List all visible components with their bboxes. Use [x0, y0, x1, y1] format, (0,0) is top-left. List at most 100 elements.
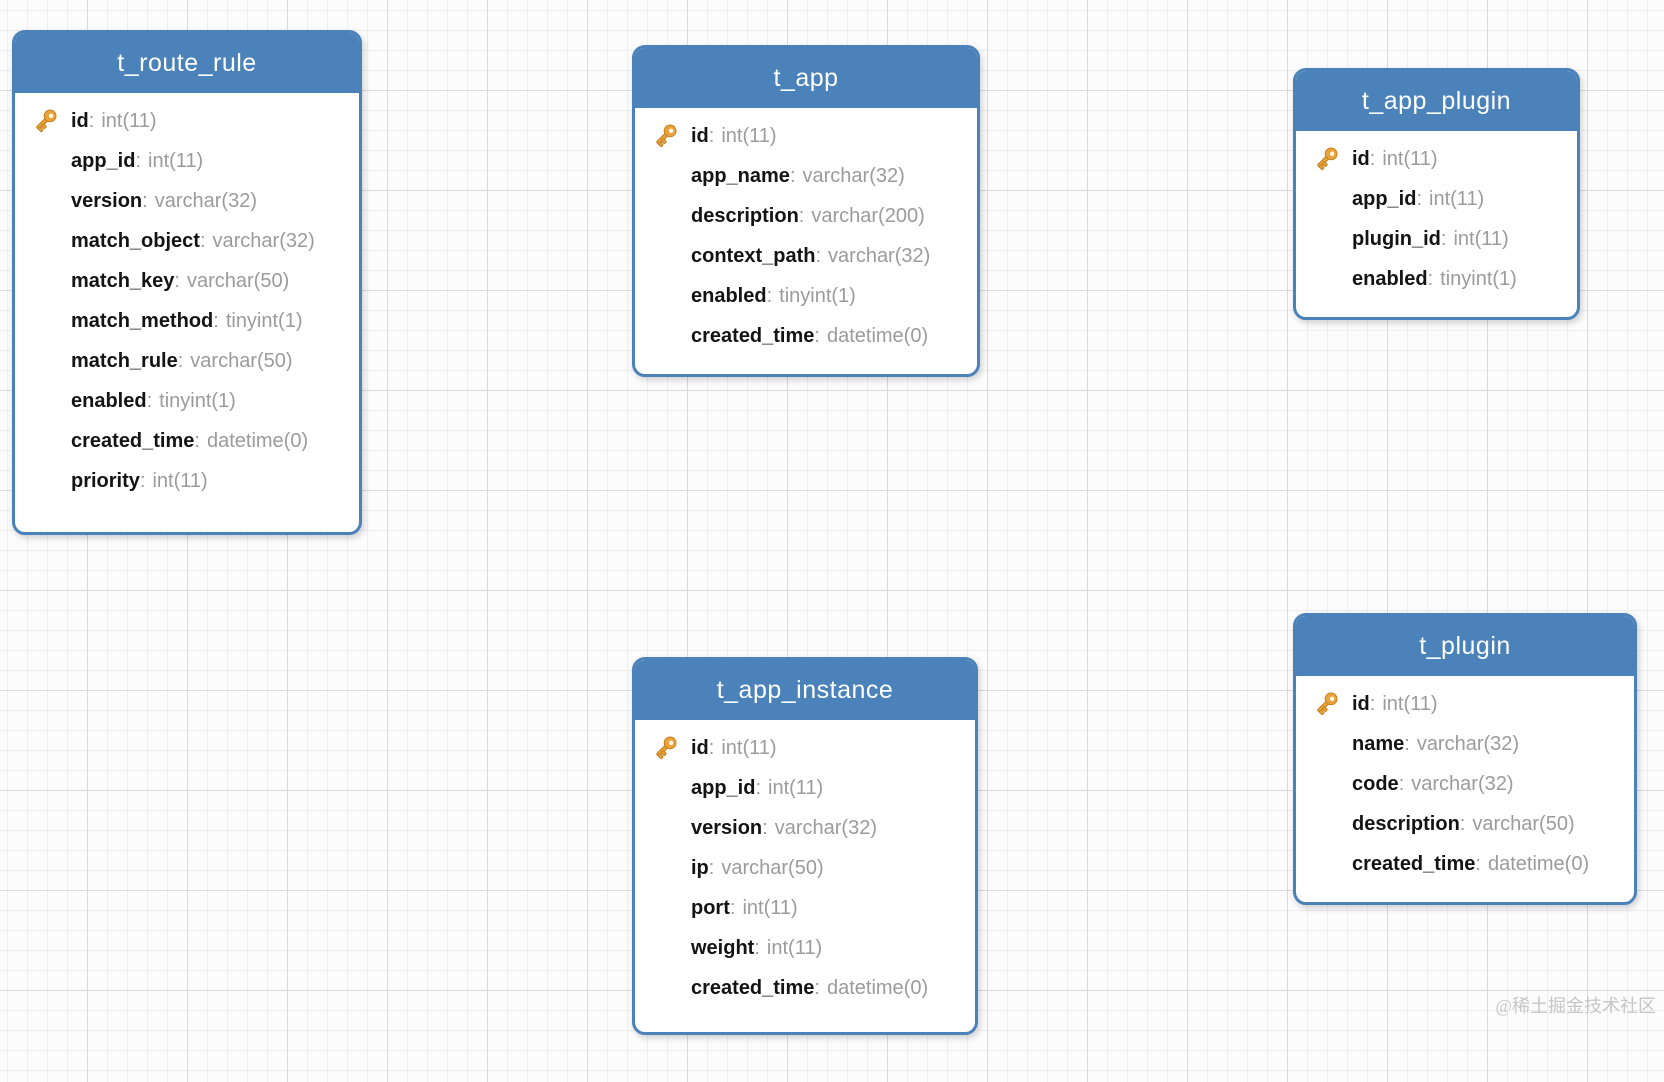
field-row: id int(11) — [1296, 684, 1634, 724]
field-name: code — [1352, 773, 1404, 796]
field-row: enabled tinyint(1) — [635, 276, 977, 316]
field-type: tinyint(1) — [1440, 267, 1517, 290]
field-name: enabled — [691, 285, 772, 308]
field-name: id — [71, 110, 94, 133]
field-row: created_time datetime(0) — [635, 316, 977, 356]
field-name: id — [691, 737, 714, 760]
field-type: int(11) — [152, 469, 208, 492]
field-type: int(11) — [148, 149, 204, 172]
table-title: t_app — [773, 63, 839, 92]
key-cell — [31, 187, 71, 215]
key-cell — [651, 934, 691, 962]
table-title: t_route_rule — [117, 48, 257, 77]
key-cell — [31, 347, 71, 375]
field-type: tinyint(1) — [159, 389, 236, 412]
field-name: created_time — [1352, 853, 1481, 876]
field-type: varchar(32) — [802, 164, 905, 187]
table-title: t_app_instance — [716, 675, 894, 704]
field-type: datetime(0) — [826, 324, 929, 347]
watermark: @稀土掘金技术社区 — [1495, 996, 1656, 1016]
field-name: match_object — [71, 230, 206, 253]
field-name: plugin_id — [1352, 228, 1446, 251]
field-name: description — [1352, 813, 1465, 836]
field-name: match_key — [71, 270, 180, 293]
field-row: match_key varchar(50) — [15, 261, 359, 301]
field-type: int(11) — [101, 109, 157, 132]
table-t_plugin: t_plugin id int(11) name varchar(32) cod… — [1293, 613, 1637, 905]
field-name: description — [691, 205, 804, 228]
field-type: varchar(32) — [828, 244, 931, 267]
key-cell — [31, 227, 71, 255]
table-field-list: id int(11) app_id int(11) version varcha… — [635, 720, 975, 1008]
key-cell — [651, 322, 691, 350]
key-cell — [1312, 265, 1352, 293]
field-row: weight int(11) — [635, 928, 975, 968]
field-name: version — [71, 190, 148, 213]
table-title: t_plugin — [1419, 631, 1511, 660]
field-row: match_method tinyint(1) — [15, 301, 359, 341]
field-name: port — [691, 897, 735, 920]
primary-key-icon — [656, 124, 677, 148]
key-cell — [31, 387, 71, 415]
key-cell — [651, 162, 691, 190]
field-row: id int(11) — [1296, 139, 1577, 179]
key-cell — [1312, 225, 1352, 253]
field-row: ip varchar(50) — [635, 848, 975, 888]
field-row: match_object varchar(32) — [15, 221, 359, 261]
field-name: context_path — [691, 245, 821, 268]
key-cell — [31, 107, 71, 135]
field-row: match_rule varchar(50) — [15, 341, 359, 381]
key-cell — [1312, 690, 1352, 718]
key-cell — [1312, 145, 1352, 173]
key-cell — [1312, 770, 1352, 798]
field-type: int(11) — [766, 936, 823, 959]
field-type: tinyint(1) — [225, 309, 303, 332]
key-cell — [651, 814, 691, 842]
field-type: int(11) — [1382, 692, 1438, 715]
field-type: varchar(32) — [154, 189, 257, 212]
field-type: varchar(50) — [1472, 812, 1575, 835]
field-row: description varchar(50) — [1296, 804, 1634, 844]
field-type: varchar(200) — [811, 204, 925, 227]
field-row: description varchar(200) — [635, 196, 977, 236]
field-type: datetime(0) — [1487, 852, 1590, 875]
field-row: created_time datetime(0) — [635, 968, 975, 1008]
table-header: t_route_rule — [15, 33, 359, 93]
field-name: app_id — [1352, 188, 1422, 211]
field-row: id int(11) — [635, 116, 977, 156]
key-cell — [651, 282, 691, 310]
field-row: id int(11) — [15, 101, 359, 141]
field-row: app_name varchar(32) — [635, 156, 977, 196]
field-row: version varchar(32) — [15, 181, 359, 221]
field-name: created_time — [71, 430, 200, 453]
field-type: datetime(0) — [206, 429, 309, 452]
field-row: context_path varchar(32) — [635, 236, 977, 276]
field-type: int(11) — [721, 124, 777, 147]
key-cell — [1312, 850, 1352, 878]
field-type: int(11) — [1453, 227, 1509, 250]
field-row: id int(11) — [635, 728, 975, 768]
key-cell — [651, 734, 691, 762]
field-type: varchar(32) — [774, 816, 877, 839]
table-header: t_app_plugin — [1296, 71, 1577, 131]
field-type: varchar(50) — [190, 349, 293, 372]
field-row: plugin_id int(11) — [1296, 219, 1577, 259]
field-name: enabled — [71, 390, 152, 413]
field-name: weight — [691, 937, 760, 960]
field-name: name — [1352, 733, 1410, 756]
primary-key-icon — [1317, 692, 1338, 716]
key-cell — [31, 427, 71, 455]
key-cell — [31, 147, 71, 175]
field-name: match_rule — [71, 350, 183, 373]
key-cell — [651, 974, 691, 1002]
table-field-list: id int(11) app_name varchar(32) descript… — [635, 108, 977, 356]
key-cell — [1312, 185, 1352, 213]
field-name: app_id — [691, 777, 761, 800]
table-t_app: t_app id int(11) app_name varchar(32) de… — [632, 45, 980, 377]
field-type: varchar(50) — [186, 269, 290, 292]
field-name: created_time — [691, 977, 820, 1000]
table-header: t_app — [635, 48, 977, 108]
table-field-list: id int(11) app_id int(11) plugin_id int(… — [1296, 131, 1577, 299]
key-cell — [1312, 810, 1352, 838]
primary-key-icon — [1317, 147, 1338, 171]
